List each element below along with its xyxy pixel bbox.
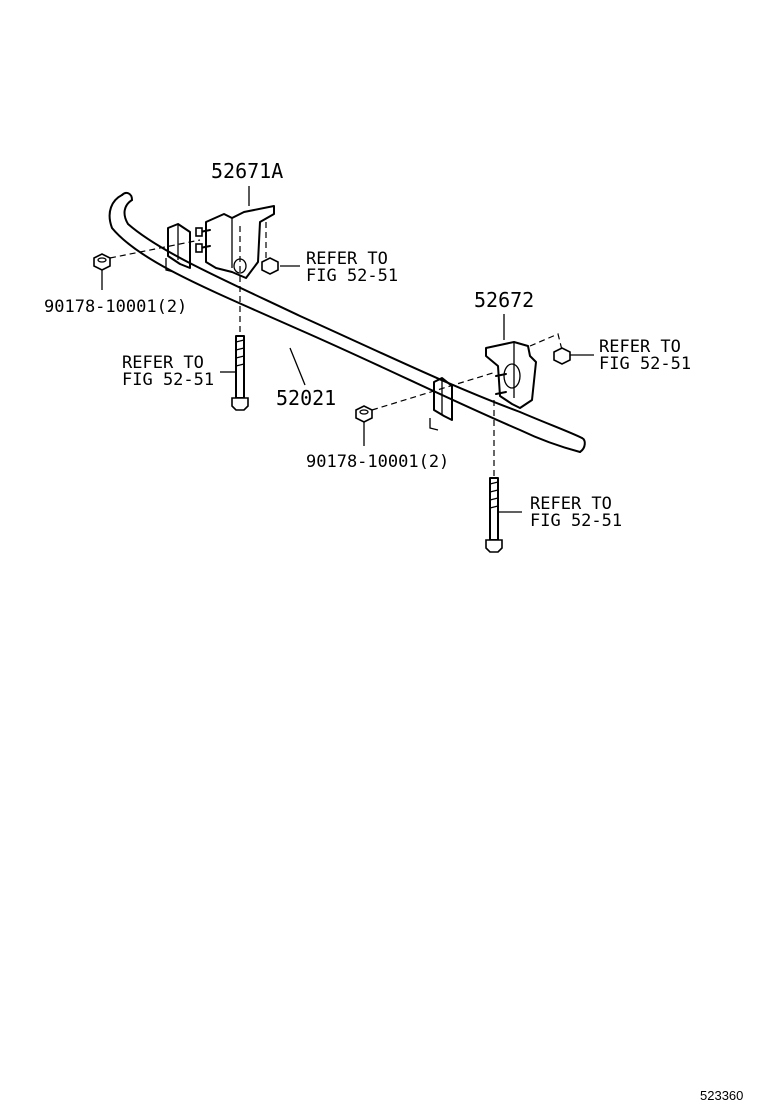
nut-left-icon (93, 253, 111, 271)
label-refer-nut-left-line2: FIG 52-51 (306, 266, 398, 286)
reinforcement-bar (108, 191, 586, 453)
nut-left-upper-icon (261, 257, 279, 275)
nut-right-icon (553, 347, 571, 365)
label-bracket-52671A: 52671A (211, 159, 283, 183)
bracket-52672 (485, 341, 537, 409)
label-refer-bolt-right-line1: REFER TO (530, 494, 612, 514)
assembly-dash-lines (109, 222, 563, 478)
label-refer-nut-left-line1: REFER TO (306, 249, 388, 269)
label-nut-90178-right: 90178-10001(2) (306, 452, 449, 472)
left-bar-stay (165, 223, 191, 273)
image-number: 523360 (700, 1088, 743, 1103)
bracket-52671A (195, 205, 275, 279)
bolt-left-icon (231, 335, 249, 411)
nut-center-icon (355, 405, 373, 423)
label-bracket-52672: 52672 (474, 288, 534, 312)
label-reinforcement-52021: 52021 (276, 386, 336, 410)
label-refer-nut-right-line1: REFER TO (599, 337, 681, 357)
leader-lines (101, 186, 594, 513)
right-bar-stay (429, 377, 453, 431)
label-nut-90178-left: 90178-10001(2) (44, 297, 187, 317)
label-refer-nut-right-line2: FIG 52-51 (599, 354, 691, 374)
label-refer-bolt-left-line1: REFER TO (122, 353, 204, 373)
bolt-right-icon (485, 477, 503, 553)
label-refer-bolt-left-line2: FIG 52-51 (122, 370, 214, 390)
label-refer-bolt-right-line2: FIG 52-51 (530, 511, 622, 531)
